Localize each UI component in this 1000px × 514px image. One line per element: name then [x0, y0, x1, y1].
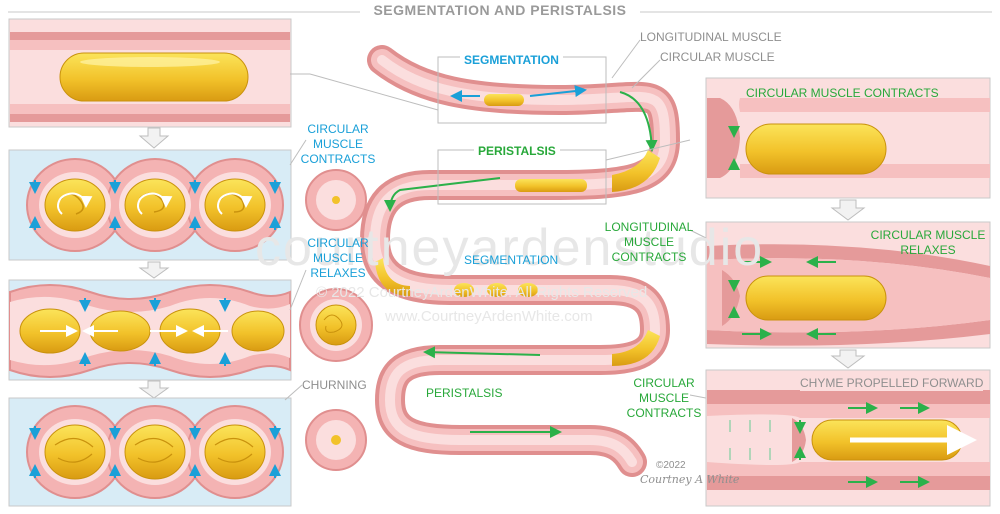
label-segmentation-mid: SEGMENTATION [464, 253, 559, 267]
signature-name: Courtney A White [640, 473, 740, 486]
label-circular-contracts-left: CIRCULAR MUSCLE CONTRACTS [300, 122, 376, 166]
label-segmentation-box: SEGMENTATION [460, 53, 563, 68]
right-panel-3 [705, 369, 991, 507]
right-panel-1 [705, 77, 991, 199]
signature-year: ©2022 [656, 460, 686, 471]
intestine-tube [359, 45, 681, 477]
label-circular-relaxes-right: CIRCULAR MUSCLE RELAXES [870, 228, 986, 257]
label-churning: CHURNING [302, 378, 367, 392]
right-panel-2 [705, 221, 991, 349]
label-peristalsis-box: PERISTALSIS [474, 144, 560, 159]
label-peristalsis-low: PERISTALSIS [426, 386, 503, 400]
label-circular-contracts-mid: CIRCULAR MUSCLE CONTRACTS [626, 376, 702, 420]
left-panel-3 [8, 279, 292, 381]
left-panel-4 [8, 397, 292, 507]
label-chyme-forward: CHYME PROPELLED FORWARD [800, 376, 984, 391]
label-longitudinal-contracts: LONGITUDINAL MUSCLE CONTRACTS [604, 220, 694, 264]
left-panel-2 [8, 149, 292, 261]
label-circular-contracts-right: CIRCULAR MUSCLE CONTRACTS [746, 86, 939, 100]
page-title: SEGMENTATION AND PERISTALSIS [0, 2, 1000, 18]
label-circular-relaxes-left: CIRCULAR MUSCLE RELAXES [307, 236, 369, 280]
cross-sections [299, 169, 373, 471]
label-longitudinal-muscle-top: LONGITUDINAL MUSCLE [640, 30, 782, 44]
label-circular-muscle-top: CIRCULAR MUSCLE [660, 50, 775, 64]
left-panel-1 [8, 18, 292, 128]
